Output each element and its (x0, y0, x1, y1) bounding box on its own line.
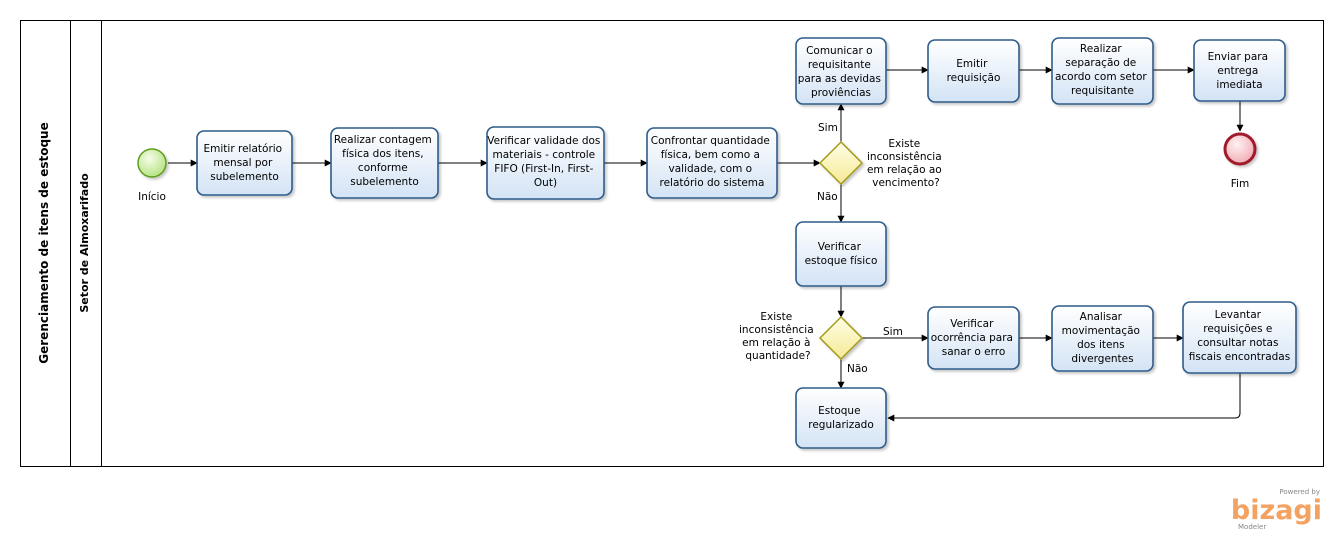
task-text-line: acordo com setor (1055, 71, 1147, 83)
end-event-label: Fim (1231, 178, 1249, 190)
task-text-line: requisitante (1071, 85, 1134, 97)
task-emitir-requisicao[interactable]: Emitir requisição (927, 39, 1020, 103)
task-text-line: Verificar (950, 318, 994, 330)
task-text-line: Realizar contagem (334, 134, 432, 146)
task-text-line: física, bem como a (661, 149, 760, 161)
brand-sub: Modeler (1238, 523, 1266, 531)
task-enviar-entrega[interactable]: Enviar para entrega imediata (1193, 39, 1286, 102)
task-text-line: física dos itens, (342, 148, 423, 160)
task-text-line: fiscais encontradas (1189, 351, 1290, 363)
task-text-line: mensal por (213, 157, 273, 169)
gateway-vencimento-line: vencimento? (872, 177, 939, 189)
lane-title: Setor de Almoxarifado (78, 173, 91, 313)
task-text-line: Verificar (818, 241, 862, 253)
task-text-line: separação de (1065, 57, 1136, 69)
powered-by-text: Powered by (1279, 488, 1320, 496)
svg-text:Estoque regularizado: Estoque regularizado (808, 405, 874, 431)
task-text-line: subelemento (350, 176, 419, 188)
task-text-line: relatório do sistema (660, 177, 765, 189)
svg-text:Verificar estoque físico: Verificar estoque físico (805, 241, 878, 267)
task-comunicar[interactable]: Comunicar o requisitante para as devidas… (795, 37, 887, 105)
end-event[interactable] (1223, 132, 1257, 166)
task-emitir-relatorio[interactable]: Emitir relatório mensal por subelemento (196, 130, 293, 196)
svg-text:Realizar separação de: Realizar separação de acordo com setor r… (1055, 43, 1150, 97)
task-text-line: proviências (811, 87, 871, 99)
task-text-line: Emitir relatório (204, 143, 283, 155)
gateway-quantidade-line: Existe (760, 311, 792, 323)
task-text-line: requisição (947, 72, 1001, 84)
task-verificar-ocorrencia[interactable]: Verificar ocorrência para sanar o erro (927, 306, 1020, 370)
svg-text:Analisar movimentação: Analisar movimentação dos itens divergen… (1062, 311, 1144, 365)
task-levantar[interactable]: Levantar requisições e consultar notas f… (1182, 301, 1297, 374)
task-verificar-estoque[interactable]: Verificar estoque físico (795, 221, 887, 287)
gateway-vencimento-line: inconsistência (867, 151, 942, 163)
task-text-line: regularizado (808, 419, 874, 431)
gateway-quantidade-line: quantidade? (745, 350, 810, 362)
task-text-line: imediata (1216, 79, 1262, 91)
task-text-line: FIFO (First-In, First- (494, 163, 593, 175)
task-text-line: Enviar para (1208, 51, 1268, 63)
start-event-label: Início (138, 191, 166, 203)
svg-text:Verificar validade dos m: Verificar validade dos materiais - contr… (487, 135, 604, 189)
task-text-line: Emitir (956, 58, 988, 70)
svg-text:Emitir relatório mensal: Emitir relatório mensal por subelemento (204, 143, 286, 183)
flow-levantar-to-estoque-regularizado (887, 373, 1241, 422)
gateway-vencimento-line: Existe (888, 138, 920, 150)
bizagi-logo: Powered by bizagi Modeler (1231, 488, 1322, 531)
task-text-line: Estoque (818, 405, 860, 417)
flow-label-sim-top: Sim (818, 122, 838, 134)
task-text-line: sanar o erro (942, 346, 1006, 358)
gateway-quantidade[interactable] (818, 315, 864, 361)
gateway-quantidade-label: Existe inconsistência em relação à quant… (739, 311, 817, 362)
gateway-vencimento[interactable] (818, 140, 864, 186)
start-event[interactable] (137, 148, 167, 178)
task-text-line: ocorrência para (931, 332, 1013, 344)
task-realizar-separacao[interactable]: Realizar separação de acordo com setor r… (1051, 37, 1154, 105)
task-verificar-validade[interactable]: Verificar validade dos materiais - contr… (486, 126, 605, 200)
task-text-line: Analisar (1080, 311, 1123, 323)
task-text-line: movimentação (1062, 325, 1140, 337)
svg-text:Verificar ocorrência par: Verificar ocorrência para sanar o erro (931, 318, 1017, 358)
task-text-line: subelemento (210, 171, 279, 183)
task-text-line: Levantar (1215, 309, 1262, 321)
task-text-line: materiais - controle (493, 149, 596, 161)
task-text-line: consultar notas (1197, 337, 1278, 349)
sequence-flows (168, 66, 1244, 422)
task-confrontar[interactable]: Confrontar quantidade física, bem como a… (646, 127, 778, 199)
task-text-line: conforme (358, 162, 408, 174)
flow-label-nao-top: Não (817, 191, 838, 203)
task-text-line: Out) (534, 177, 557, 189)
svg-text:Comunicar o requisitante: Comunicar o requisitante para as devidas… (798, 45, 885, 99)
gateway-vencimento-line: em relação ao (867, 164, 942, 176)
gateway-quantidade-line: em relação à (742, 337, 810, 349)
gateway-quantidade-line: inconsistência (739, 324, 814, 336)
task-text-line: para as devidas (798, 73, 881, 85)
svg-text:Emitir requisição: Emitir requisição (947, 58, 1001, 84)
task-text-line: divergentes (1071, 353, 1133, 365)
pool-title: Gerenciamento de itens de estoque (37, 122, 51, 363)
task-estoque-regularizado[interactable]: Estoque regularizado (795, 387, 887, 449)
gateway-vencimento-label: Existe inconsistência em relação ao venc… (867, 138, 945, 189)
flow-label-nao-bottom: Não (847, 363, 868, 375)
task-text-line: validade, com o (669, 163, 753, 175)
task-text-line: Comunicar o (806, 45, 873, 57)
flow-label-sim-bottom: Sim (883, 326, 903, 338)
task-text-line: requisitante (808, 59, 871, 71)
brand-name: bizagi (1231, 495, 1322, 526)
svg-text:Realizar contagem física: Realizar contagem física dos itens, conf… (334, 134, 435, 188)
task-text-line: estoque físico (805, 255, 878, 267)
task-text-line: Realizar (1080, 43, 1122, 55)
task-text-line: entrega (1217, 65, 1258, 77)
task-text-line: dos itens (1077, 339, 1125, 351)
svg-text:Confrontar quantidade fí: Confrontar quantidade física, bem como a… (651, 135, 774, 189)
task-analisar[interactable]: Analisar movimentação dos itens divergen… (1051, 305, 1154, 372)
svg-text:Levantar requisições e: Levantar requisições e consultar notas f… (1189, 309, 1290, 363)
task-text-line: requisições e (1203, 323, 1272, 335)
task-text-line: Confrontar quantidade (651, 135, 770, 147)
svg-text:Enviar para entrega: Enviar para entrega imediata (1208, 51, 1272, 91)
task-text-line: Verificar validade dos (487, 135, 600, 147)
task-realizar-contagem[interactable]: Realizar contagem física dos itens, conf… (330, 127, 439, 199)
